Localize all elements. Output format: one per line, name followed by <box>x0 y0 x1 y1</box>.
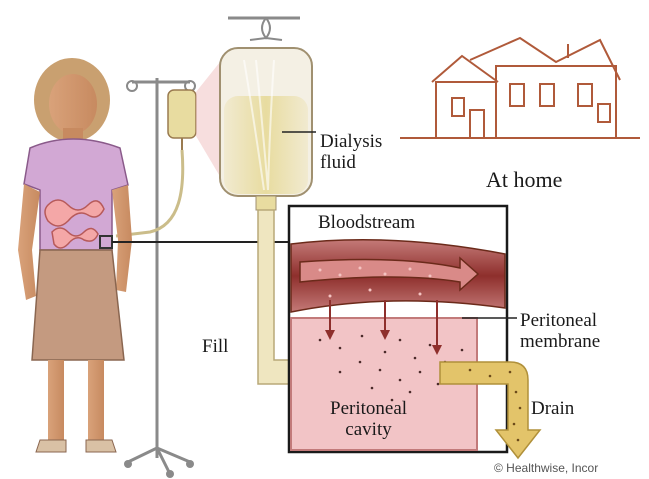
peritoneal-cavity-label-line1: Peritoneal <box>330 398 407 419</box>
peritoneal-cavity-label: Peritoneal cavity <box>330 398 407 440</box>
dialysis-fluid-label: Dialysis fluid <box>320 131 382 173</box>
copyright-credit: © Healthwise, Incor <box>494 461 598 475</box>
patient-woman <box>18 58 132 452</box>
large-dialysis-bag <box>220 18 316 210</box>
peritoneal-membrane-label-line1: Peritoneal <box>520 310 600 331</box>
at-home-label: At home <box>486 169 562 190</box>
blood-vessel <box>291 240 505 312</box>
small-fluid-bag <box>168 90 196 150</box>
drain-label: Drain <box>531 398 574 419</box>
dialysis-fluid-label-line2: fluid <box>320 152 382 173</box>
peritoneal-cavity-label-line2: cavity <box>330 419 407 440</box>
peritoneal-membrane-label: Peritoneal membrane <box>520 310 600 352</box>
dialysis-fluid-label-line1: Dialysis <box>320 131 382 152</box>
house-illustration <box>400 38 640 138</box>
fill-label: Fill <box>202 336 228 357</box>
bloodstream-label: Bloodstream <box>318 212 415 233</box>
peritoneal-membrane-label-line2: membrane <box>520 331 600 352</box>
